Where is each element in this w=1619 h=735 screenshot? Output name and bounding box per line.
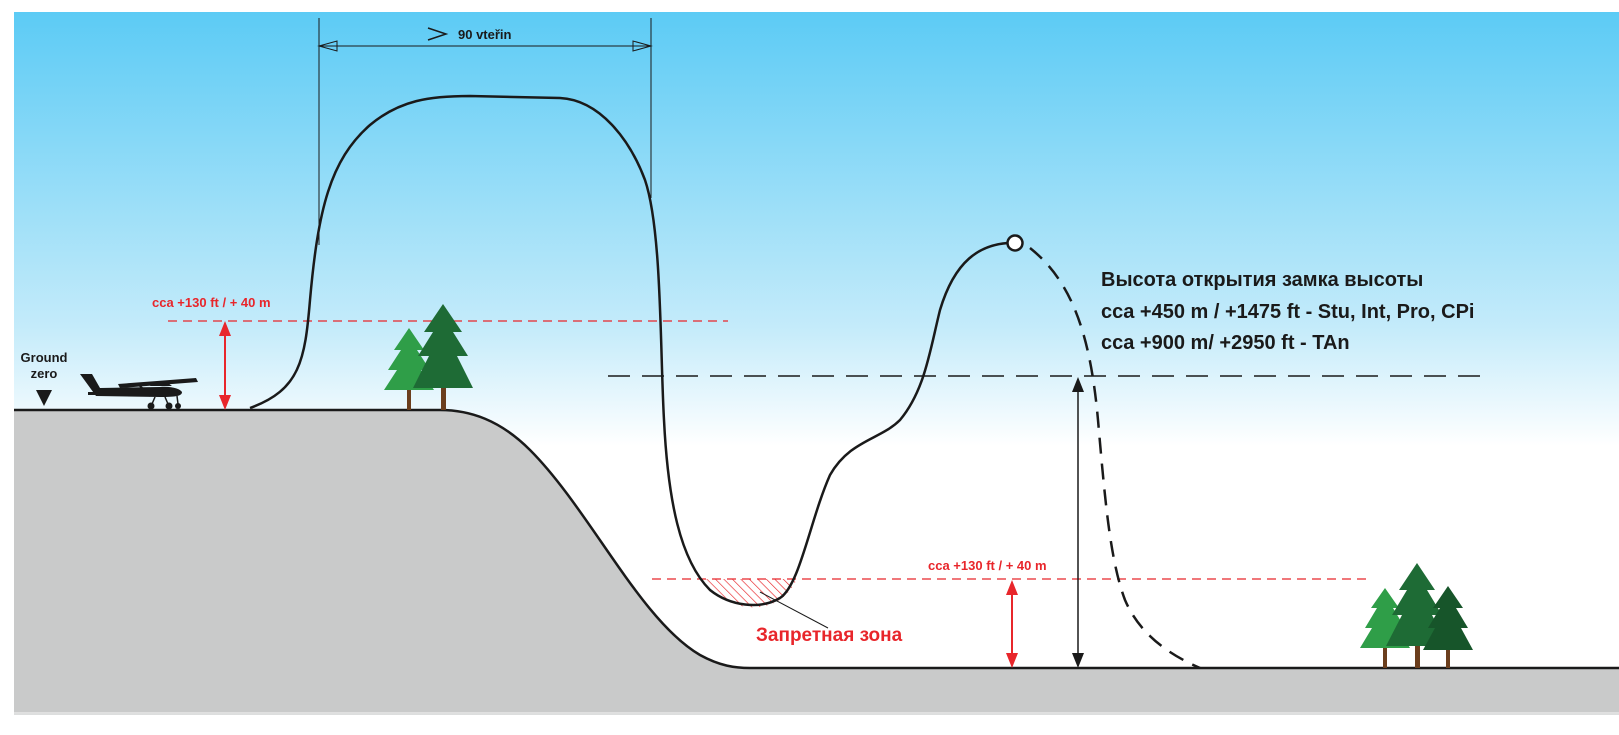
descent-path [1029, 247, 1201, 670]
duration-arrowhead-right-icon [632, 40, 653, 52]
release-point-circle-marker-icon [1006, 234, 1024, 252]
lower-arrow-up-icon [1006, 580, 1018, 595]
release-arrow-up-icon [1072, 377, 1084, 392]
pine-tree-icon [413, 304, 473, 410]
pine-tree-icon [1423, 586, 1473, 668]
ground-zero-label-line1: Ground [21, 350, 68, 365]
release-arrow-down-icon [1072, 653, 1084, 668]
airplane-icon [80, 374, 198, 410]
upper-arrow-up-icon [219, 321, 231, 336]
lower-arrow-down-icon [1006, 653, 1018, 668]
ground-zero-triangle-marker-icon [36, 390, 52, 406]
terrain-cliff [14, 410, 1619, 712]
upper-min-height-label: cca +130 ft / + 40 m [152, 295, 271, 310]
altimeter-line-tandem: cca +900 m/ +2950 ft - TAn [1101, 332, 1350, 354]
forbidden-zone-label: Запретная зона [756, 625, 903, 646]
forbidden-zone-pointer [759, 591, 829, 629]
greater-than-icon [427, 27, 449, 41]
upper-arrow-down-icon [219, 395, 231, 410]
ground-zero-label-line2: zero [31, 366, 58, 381]
altimeter-line-students: cca +450 m / +1475 ft - Stu, Int, Pro, C… [1101, 301, 1474, 323]
ground-line [14, 408, 1619, 670]
duration-arrowhead-left-icon [317, 40, 338, 52]
lower-min-height-label: cca +130 ft / + 40 m [928, 558, 1047, 573]
flight-path [249, 94, 1009, 607]
duration-label: 90 vteřin [458, 27, 512, 42]
altimeter-title: Высота открытия замка высоты [1101, 269, 1423, 291]
